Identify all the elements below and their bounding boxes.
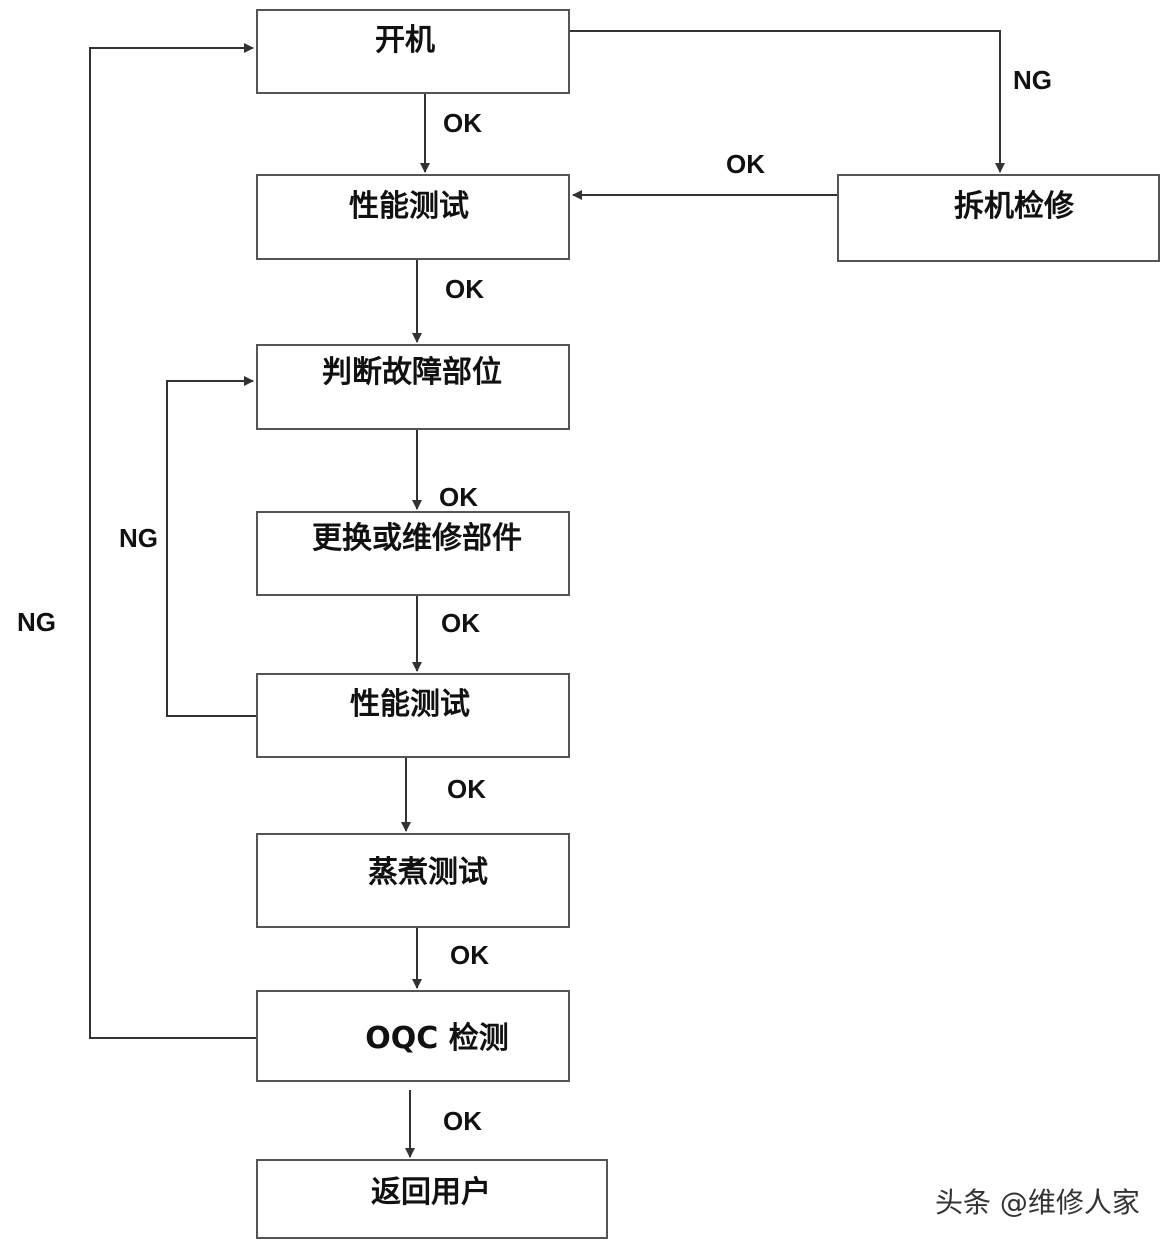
node-replace: 更换或维修部件 bbox=[256, 511, 570, 596]
watermark: 头条 @维修人家 bbox=[935, 1186, 1140, 1219]
edge-oqc-start bbox=[89, 43, 257, 1039]
node-label-replace: 更换或维修部件 bbox=[312, 521, 522, 556]
node-oqc: OQC 检测 bbox=[256, 990, 570, 1082]
edge-label-repair-test1: OK bbox=[726, 149, 765, 179]
edge-label-replace-test2: OK bbox=[441, 608, 480, 638]
edge-label-start-test1: OK bbox=[443, 108, 482, 138]
edge-label-test1-diagnose: OK bbox=[445, 274, 484, 304]
node-label-test2: 性能测试 bbox=[350, 687, 470, 722]
node-test2: 性能测试 bbox=[256, 673, 570, 758]
node-label-test1: 性能测试 bbox=[349, 189, 469, 224]
node-start: 开机 bbox=[256, 9, 570, 94]
node-test1: 性能测试 bbox=[256, 174, 570, 260]
node-label-oqc: OQC 检测 bbox=[365, 1021, 508, 1056]
node-return: 返回用户 bbox=[256, 1159, 608, 1239]
node-label-start: 开机 bbox=[375, 23, 435, 58]
node-label-diagnose: 判断故障部位 bbox=[322, 355, 502, 390]
edge-label-oqc-return: OK bbox=[443, 1106, 482, 1136]
node-repair: 拆机检修 bbox=[837, 174, 1160, 262]
edge-label-diagnose-replace: OK bbox=[439, 482, 478, 512]
node-label-return: 返回用户 bbox=[371, 1175, 491, 1210]
edge-label-test2-steam: OK bbox=[447, 774, 486, 804]
edge-label-oqc-start: NG bbox=[17, 607, 56, 637]
edge-label-steam-oqc: OK bbox=[450, 940, 489, 970]
node-label-repair: 拆机检修 bbox=[954, 189, 1075, 224]
edge-test2-diagnose bbox=[166, 376, 257, 717]
edge-start-repair bbox=[570, 30, 1005, 173]
node-diagnose: 判断故障部位 bbox=[256, 344, 570, 430]
edge-label-start-repair: NG bbox=[1013, 65, 1052, 95]
node-label-steam: 蒸煮测试 bbox=[368, 855, 488, 890]
node-steam: 蒸煮测试 bbox=[256, 833, 570, 928]
edge-label-test2-diagnose: NG bbox=[119, 523, 158, 553]
